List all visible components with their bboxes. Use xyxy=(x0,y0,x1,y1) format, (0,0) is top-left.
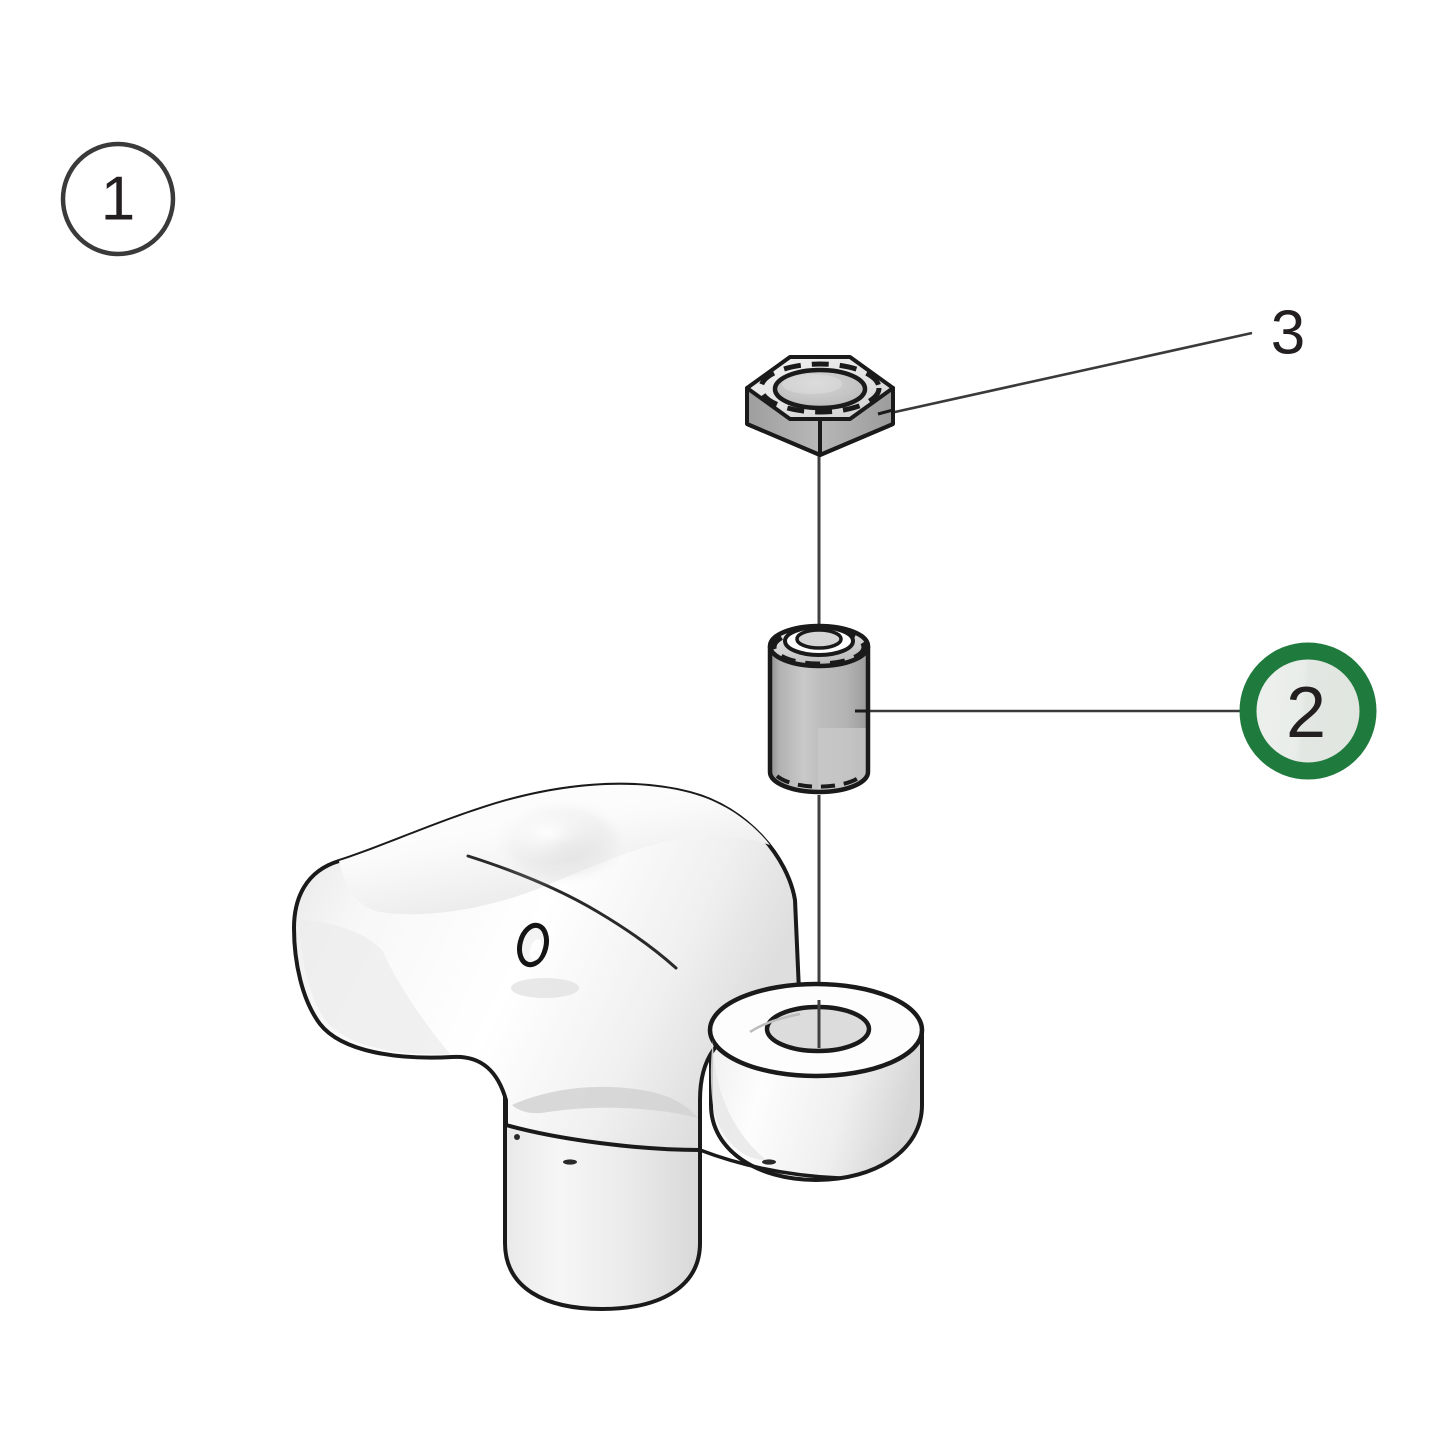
callout-badge-1[interactable]: 1 xyxy=(60,141,176,257)
knob-tooling-dot-b xyxy=(563,1159,577,1165)
callout-1-ring xyxy=(60,141,176,257)
callout-2-fill xyxy=(1248,651,1368,771)
callout-2-label: 2 xyxy=(1286,673,1326,753)
hex-nut-thread-dashed-ellipse xyxy=(758,361,882,415)
callout-1-label: 1 xyxy=(101,165,135,234)
part-knob-handle-body[interactable] xyxy=(292,782,925,1311)
part-hex-nut[interactable] xyxy=(745,355,895,457)
callout-badge-3[interactable]: 3 xyxy=(1271,299,1305,368)
hex-nut-bore-highlight xyxy=(782,374,842,394)
knob-tooling-dot-a xyxy=(514,1134,520,1140)
sleeve-bottom-dashed-arc xyxy=(775,774,863,789)
callout-2-ring xyxy=(1239,642,1377,780)
leader-line-callout-3 xyxy=(885,331,1253,416)
leader-lines-group xyxy=(855,331,1253,713)
hex-nut-bottom-outline xyxy=(746,422,894,457)
sleeve-body-outline xyxy=(767,646,871,795)
knob-right-contour-line xyxy=(749,1012,801,1034)
knob-tooling-dot-c xyxy=(762,1159,776,1165)
knob-stem-junction-shading xyxy=(512,1086,698,1118)
knob-boss-crease-line xyxy=(698,1148,842,1180)
part-threaded-sleeve[interactable] xyxy=(767,623,874,798)
callout-3-label: 3 xyxy=(1271,299,1305,368)
callout-badge-2[interactable]: 2 xyxy=(1239,642,1377,780)
knob-left-wing-shading xyxy=(300,920,450,1055)
knob-small-oval-hole-highlight xyxy=(529,939,543,961)
hex-nut-leader-tick xyxy=(877,408,894,416)
sleeve-bore-ring-inner xyxy=(795,628,843,650)
knob-hole-under-shadow xyxy=(511,978,579,998)
knob-boss-left-shading xyxy=(710,1040,766,1160)
knob-top-gloss xyxy=(496,803,600,863)
